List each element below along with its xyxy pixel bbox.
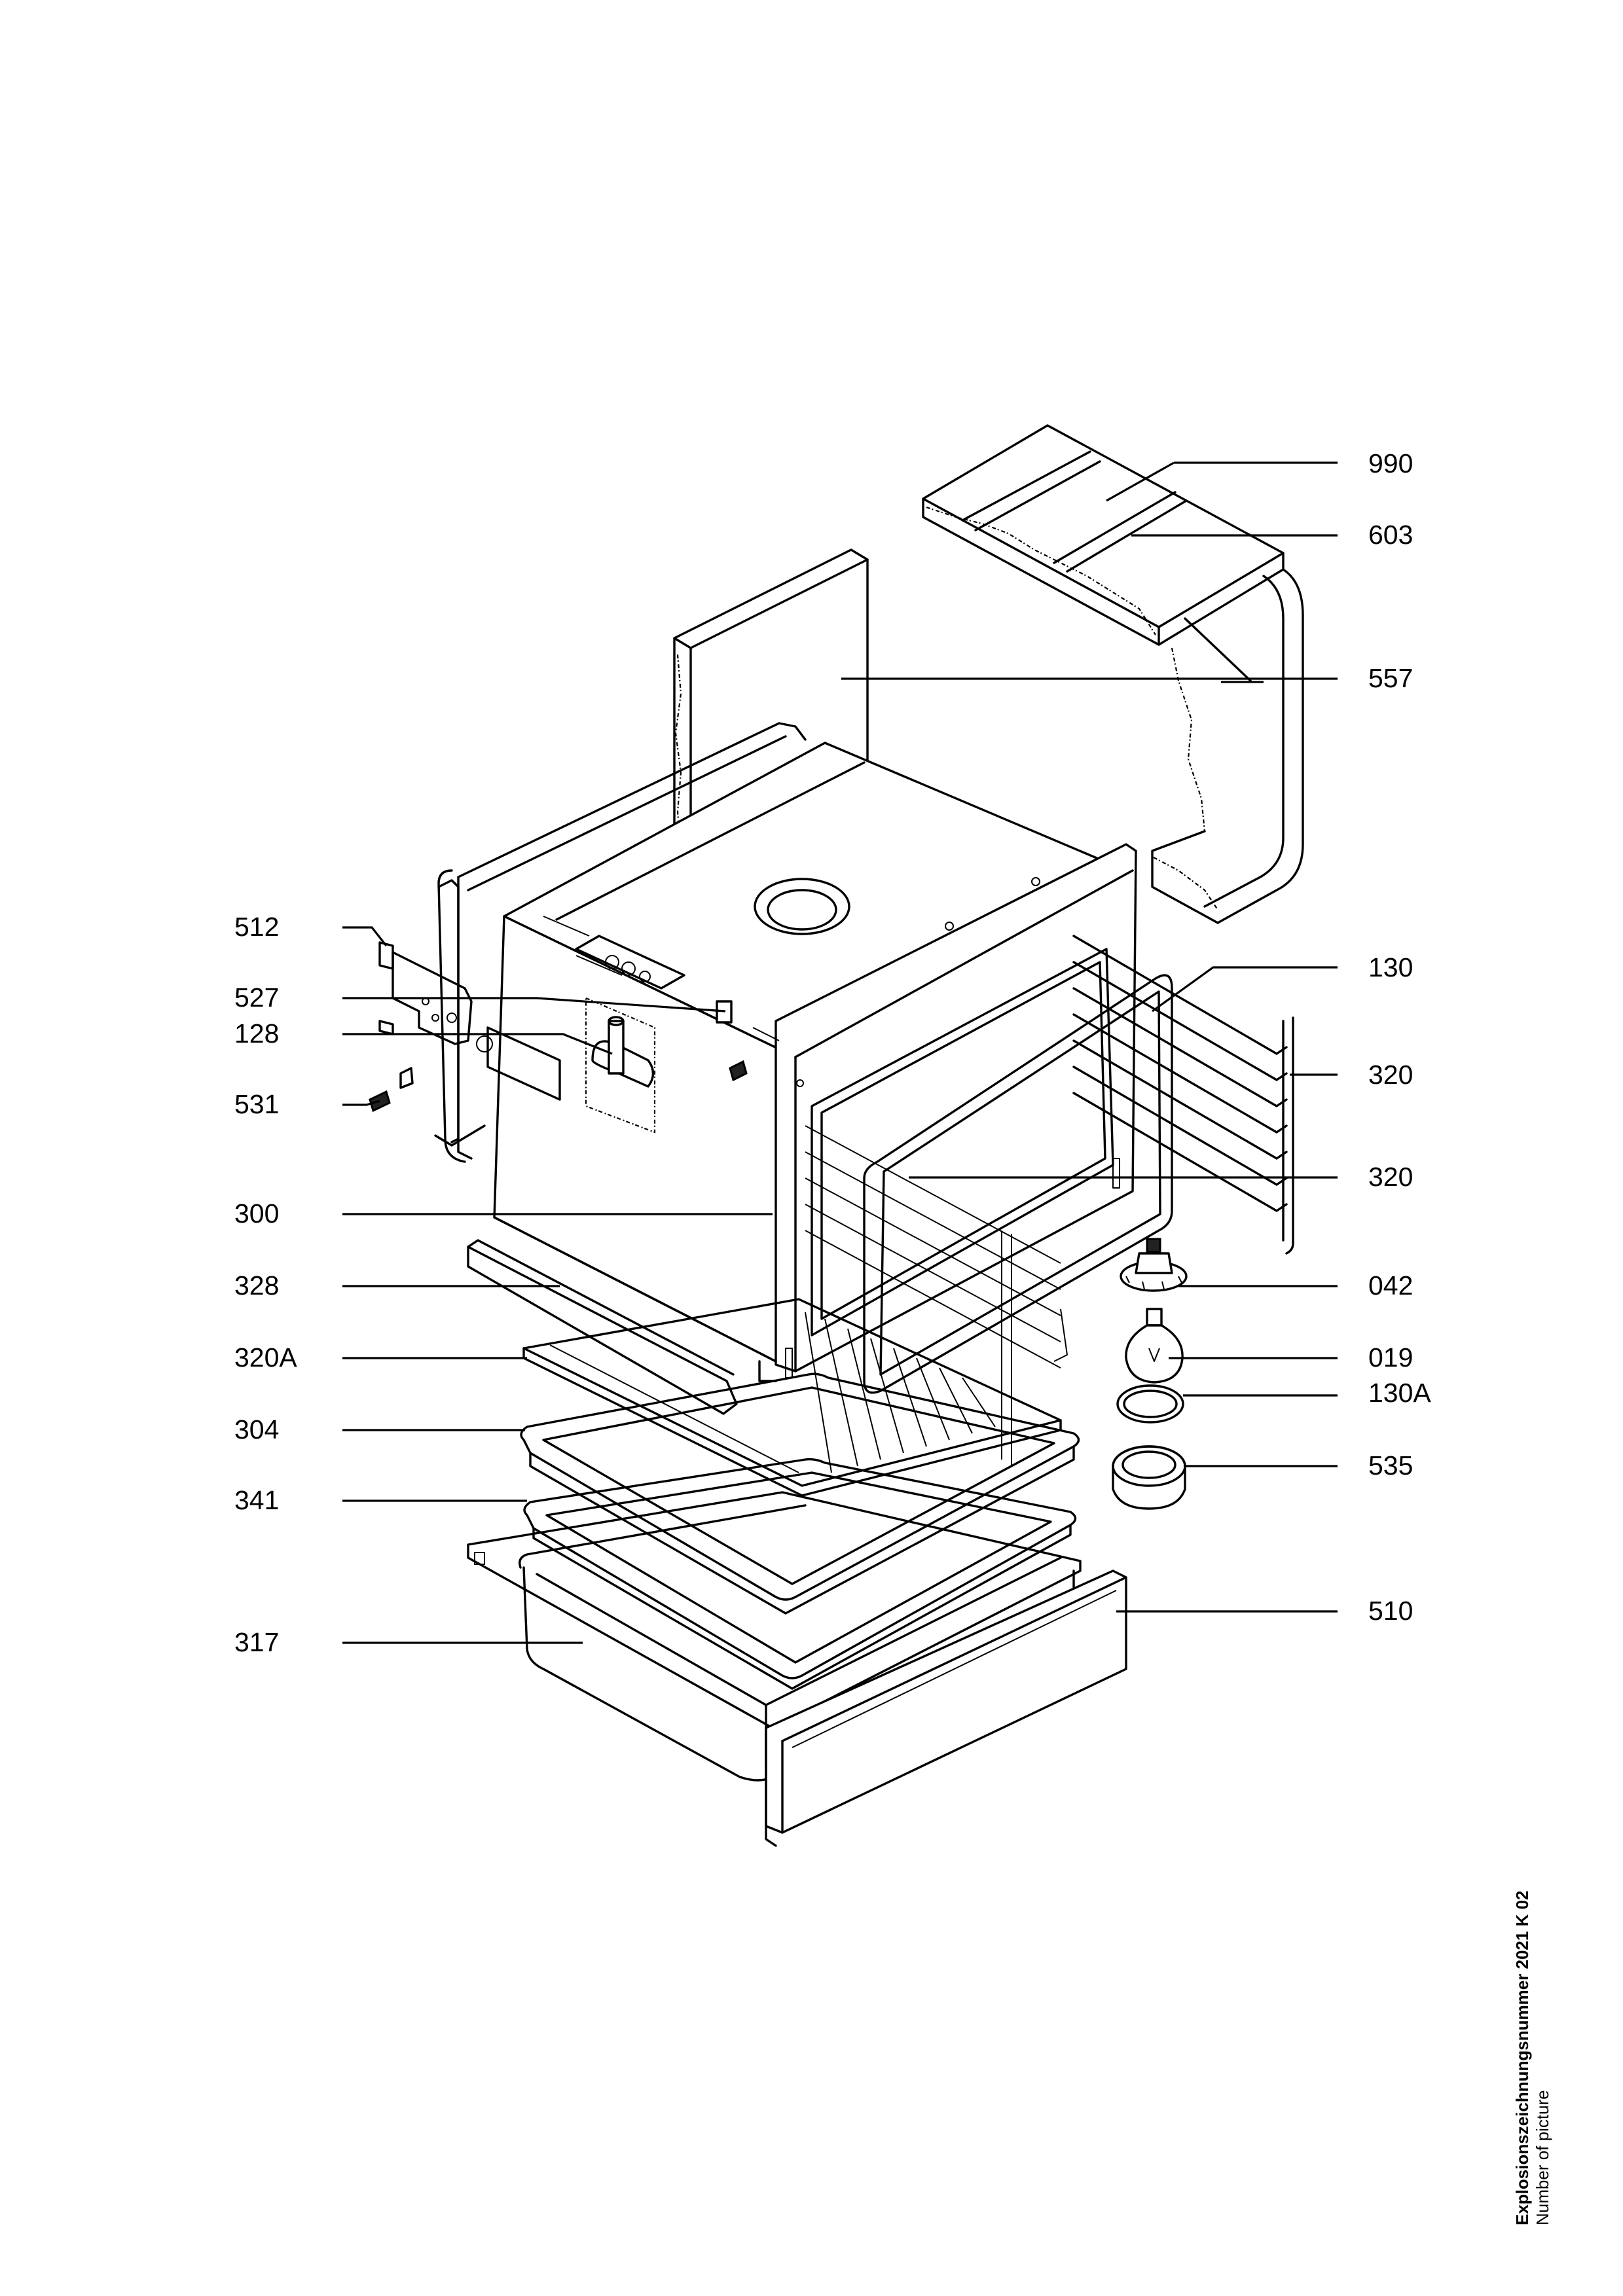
label-527: 527 <box>234 982 279 1013</box>
oven-body <box>437 722 1137 1382</box>
label-042: 042 <box>1368 1270 1413 1300</box>
label-990: 990 <box>1368 448 1413 478</box>
label-320-bottom: 320 <box>1368 1162 1413 1192</box>
label-130A: 130A <box>1368 1378 1431 1408</box>
part-labels: 990 603 557 130 320 320 042 019 130A 535… <box>234 448 1431 1657</box>
drawer-front <box>765 1570 1127 1847</box>
label-317: 317 <box>234 1627 279 1657</box>
shelf-runners <box>1072 935 1294 1255</box>
label-535: 535 <box>1368 1450 1413 1480</box>
door-seal <box>863 974 1173 1394</box>
label-531: 531 <box>234 1089 279 1119</box>
label-320A: 320A <box>234 1342 297 1372</box>
bottom-heater <box>467 1216 777 1415</box>
label-019: 019 <box>1368 1342 1413 1372</box>
drawing-number-subtitle: Number of picture <box>1533 2090 1553 2225</box>
label-557: 557 <box>1368 663 1413 693</box>
label-328: 328 <box>234 1270 279 1300</box>
label-341: 341 <box>234 1485 279 1515</box>
label-512: 512 <box>234 912 279 942</box>
label-128: 128 <box>234 1018 279 1049</box>
label-510: 510 <box>1368 1596 1413 1626</box>
lamp-assembly <box>1112 1238 1188 1510</box>
label-300: 300 <box>234 1198 279 1229</box>
insulation-top-part <box>922 424 1304 924</box>
label-130: 130 <box>1368 952 1413 982</box>
drawing-number-caption: Explosionszeichnungsnummer 2021 K 02 Num… <box>1512 1891 1553 2226</box>
inner-rails <box>805 1125 1068 1466</box>
oven-grid <box>522 1298 1062 1497</box>
label-603: 603 <box>1368 520 1413 550</box>
leader-lines <box>342 461 1338 1644</box>
label-304: 304 <box>234 1414 279 1444</box>
drawing-number-title: Explosionszeichnungsnummer 2021 K 02 <box>1512 1890 1532 2226</box>
side-bracket <box>369 879 486 1147</box>
label-320-top: 320 <box>1368 1060 1413 1090</box>
